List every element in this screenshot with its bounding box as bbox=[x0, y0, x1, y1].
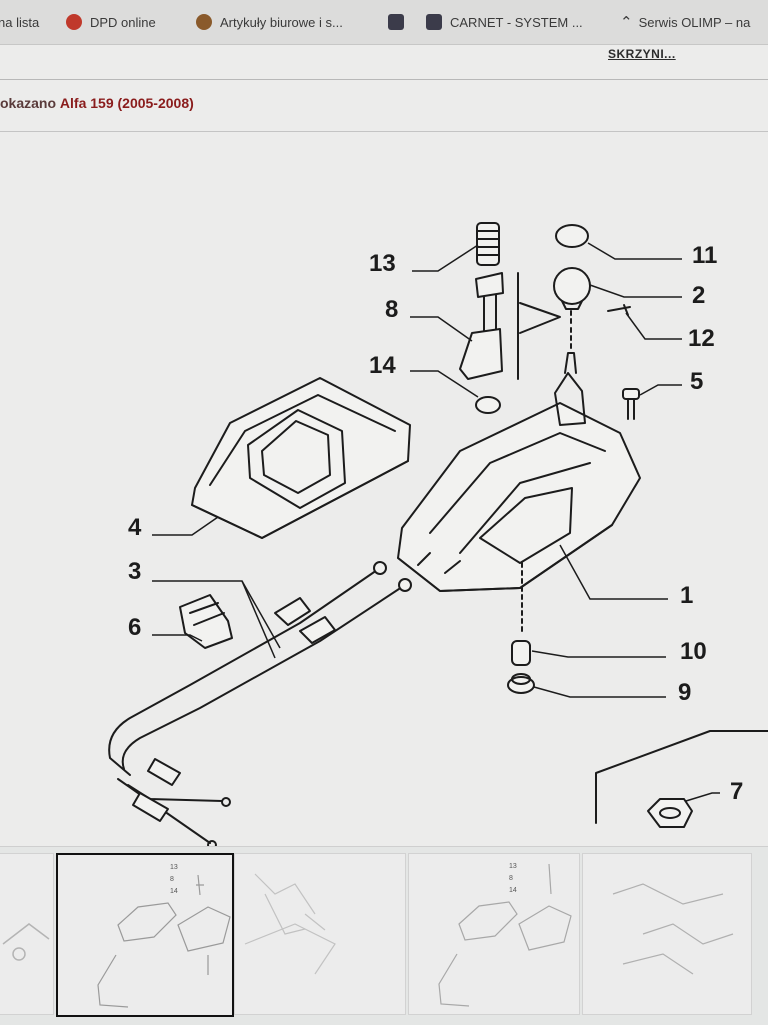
callout-13[interactable]: 13 bbox=[369, 250, 396, 277]
callout-7[interactable]: 7 bbox=[730, 778, 743, 805]
part-9-mount[interactable] bbox=[507, 673, 535, 694]
callout-4[interactable]: 4 bbox=[128, 514, 142, 541]
carnet-icon bbox=[426, 14, 442, 30]
callout-3[interactable]: 3 bbox=[128, 558, 141, 585]
bookmark-artykuly[interactable]: Artykuły biurowe i s... bbox=[196, 12, 343, 32]
dpd-icon bbox=[66, 14, 82, 30]
breadcrumb: okazano Alfa 159 (2005-2008) bbox=[0, 95, 194, 111]
thumbnail-previous[interactable] bbox=[0, 853, 54, 1015]
part-12-screw[interactable] bbox=[607, 304, 631, 316]
part-8-lever[interactable] bbox=[459, 272, 504, 380]
part-5-bolt[interactable] bbox=[622, 388, 640, 420]
bookmarks-bar: na lista DPD online Artykuły biurowe i s… bbox=[0, 0, 768, 45]
thumbnail-drawing: 13 8 14 bbox=[438, 863, 572, 1007]
thumbnail-drawing bbox=[244, 873, 336, 975]
part-14-washer[interactable] bbox=[475, 396, 501, 414]
bookmark-label: DPD online bbox=[90, 14, 156, 30]
thumbnail-2[interactable] bbox=[234, 853, 406, 1015]
part-11-cap[interactable] bbox=[555, 224, 589, 248]
part-7-nut[interactable] bbox=[647, 798, 693, 828]
breadcrumb-prefix: okazano bbox=[0, 95, 57, 111]
part-1-housing[interactable] bbox=[397, 352, 641, 592]
callout-6[interactable]: 6 bbox=[128, 614, 141, 641]
callout-2[interactable]: 2 bbox=[692, 282, 705, 309]
thumbnail-label: 8 bbox=[509, 875, 513, 882]
part-10-bushing[interactable] bbox=[511, 640, 531, 666]
part-13-spring[interactable] bbox=[476, 222, 500, 266]
callout-8[interactable]: 8 bbox=[385, 296, 398, 323]
callout-10[interactable]: 10 bbox=[680, 638, 707, 665]
divider bbox=[0, 131, 768, 132]
page-content: SKRZYNI... okazano Alfa 159 (2005-2008) bbox=[0, 45, 768, 1025]
thumbnail-drawing: 13 8 14 bbox=[97, 864, 231, 1008]
thumbnail-label: 13 bbox=[509, 863, 517, 870]
callout-12[interactable]: 12 bbox=[688, 325, 715, 352]
parts-diagram: 13 8 14 11 2 12 5 4 3 6 1 10 9 7 bbox=[108, 222, 768, 850]
bookmark-label: CARNET - SYSTEM ... bbox=[450, 14, 583, 30]
callout-11[interactable]: 11 bbox=[692, 242, 717, 269]
thumbnail-label: 14 bbox=[509, 887, 517, 894]
thumbnail-4[interactable] bbox=[582, 853, 752, 1015]
thumbnail-drawing bbox=[2, 923, 50, 961]
thumbnail-strip: 13 8 14 bbox=[0, 846, 768, 1025]
callout-5[interactable]: 5 bbox=[690, 368, 703, 395]
divider bbox=[0, 79, 768, 80]
section-link[interactable]: SKRZYNI... bbox=[608, 47, 676, 61]
breadcrumb-model-link[interactable]: Alfa 159 (2005-2008) bbox=[59, 95, 194, 111]
thumbnail-label: 14 bbox=[170, 888, 178, 895]
thumbnail-label: 13 bbox=[170, 864, 178, 871]
part-2-knob[interactable] bbox=[553, 267, 591, 310]
office-supplies-icon bbox=[196, 14, 212, 30]
thumbnail-label: 8 bbox=[170, 876, 174, 883]
bookmark-dpd[interactable]: DPD online bbox=[66, 12, 156, 32]
thumbnail-active[interactable]: 13 8 14 bbox=[56, 853, 234, 1017]
callout-14[interactable]: 14 bbox=[369, 352, 396, 379]
bookmark-olimp[interactable]: ⌃ Serwis OLIMP – na bbox=[620, 12, 750, 32]
bookmark-carnet-1[interactable] bbox=[388, 12, 412, 32]
bookmark-lista[interactable]: na lista bbox=[0, 12, 39, 32]
olimp-icon: ⌃ bbox=[620, 14, 633, 31]
bookmark-label: na lista bbox=[0, 14, 40, 30]
carnet-icon bbox=[388, 14, 404, 30]
bookmark-label: Serwis OLIMP – na bbox=[638, 14, 751, 30]
part-6-clip[interactable] bbox=[179, 594, 233, 649]
part-3-cables[interactable] bbox=[108, 561, 412, 850]
bookmark-carnet[interactable]: CARNET - SYSTEM ... bbox=[426, 12, 583, 32]
part-4-cover[interactable] bbox=[191, 377, 411, 539]
thumbnail-3[interactable]: 13 8 14 bbox=[408, 853, 580, 1015]
callout-9[interactable]: 9 bbox=[678, 679, 691, 706]
bookmark-label: Artykuły biurowe i s... bbox=[220, 14, 343, 30]
thumbnail-drawing bbox=[612, 883, 734, 975]
callout-1[interactable]: 1 bbox=[680, 582, 693, 609]
